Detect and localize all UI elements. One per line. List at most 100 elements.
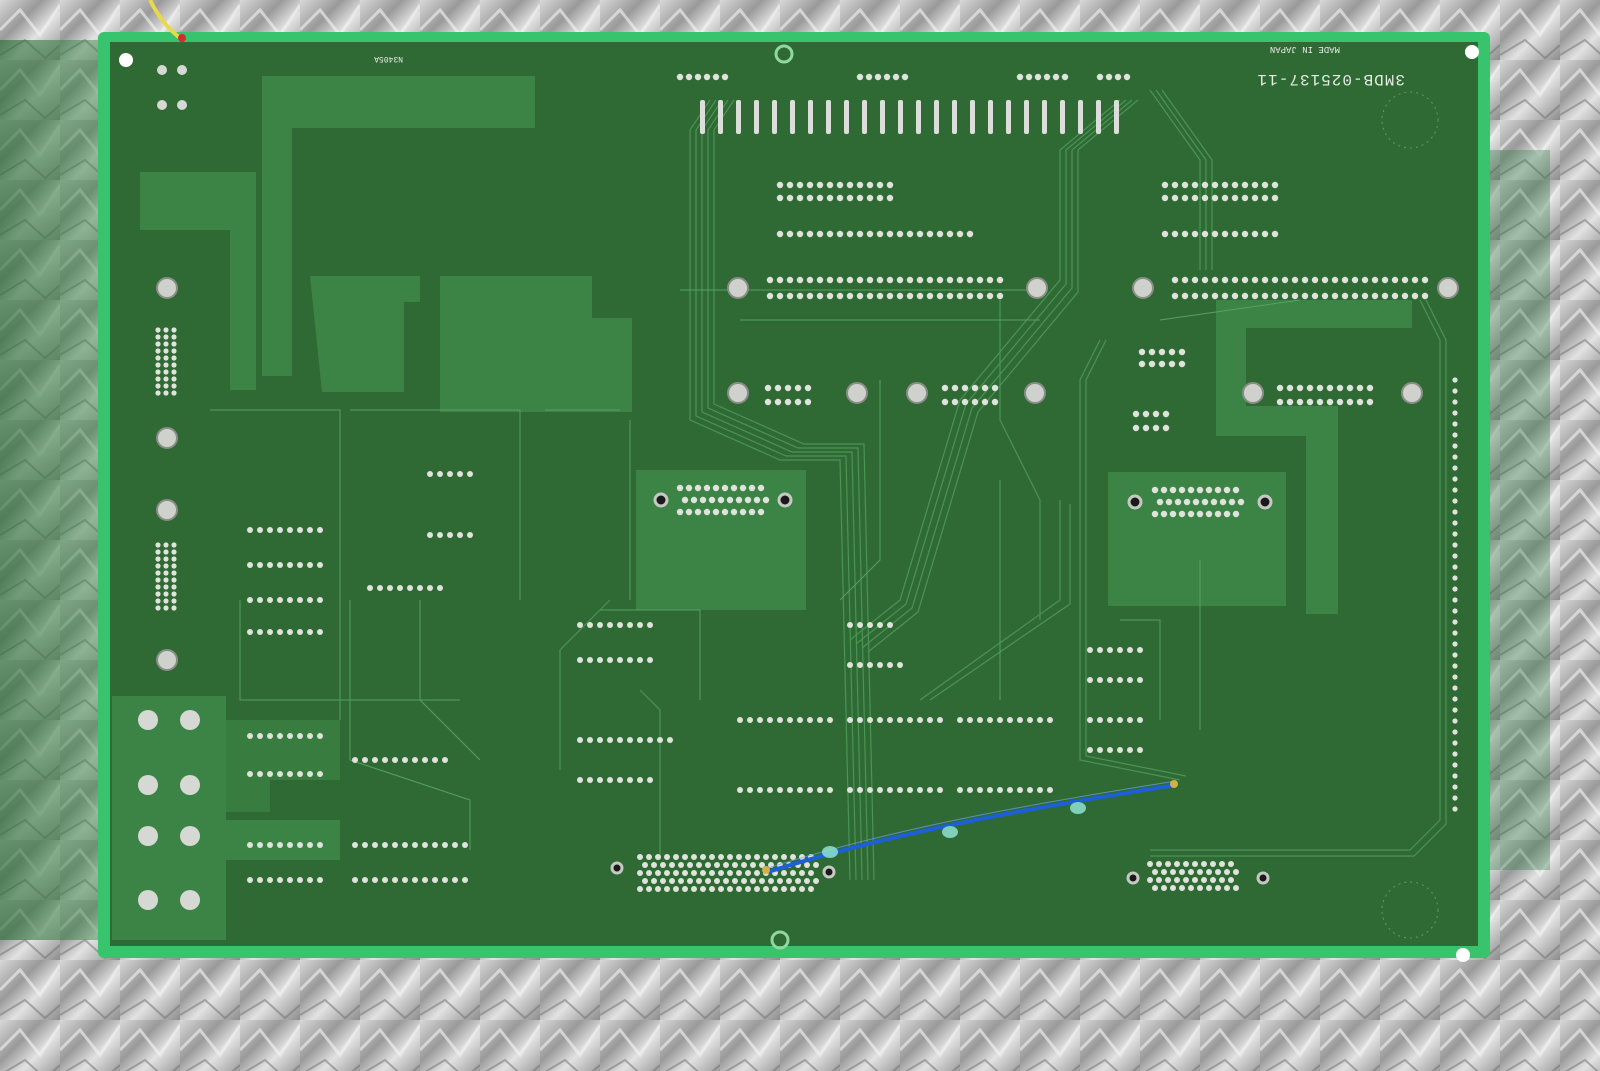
solder-pin	[1219, 861, 1225, 867]
solder-pin	[427, 532, 433, 538]
solder-pin	[163, 563, 169, 569]
solder-pin	[372, 877, 378, 883]
solder-pin	[937, 787, 943, 793]
solder-pin	[846, 230, 854, 238]
solder-pin	[759, 878, 765, 884]
solder-pin	[1223, 510, 1231, 518]
solder-pin	[297, 629, 303, 635]
solder-pin	[277, 629, 283, 635]
solder-pin	[867, 622, 873, 628]
glue-dots	[822, 802, 1086, 858]
solder-pin	[163, 341, 169, 347]
solder-pin	[786, 230, 794, 238]
solder-pin	[1161, 230, 1169, 238]
solder-pin	[257, 527, 263, 533]
solder-pin	[867, 662, 873, 668]
solder-pin	[647, 777, 653, 783]
solder-pin	[1452, 553, 1458, 559]
solder-pin	[804, 862, 810, 868]
solder-pin	[651, 862, 657, 868]
solder-pin	[277, 877, 283, 883]
solder-pin	[277, 842, 283, 848]
solder-pin	[866, 292, 874, 300]
solder-pin	[1162, 410, 1170, 418]
solder-pin	[776, 230, 784, 238]
solder-pin	[467, 471, 473, 477]
solder-pin	[1061, 73, 1069, 81]
solder-pin	[826, 276, 834, 284]
solder-pin	[1231, 276, 1239, 284]
solder-pin	[1291, 276, 1299, 284]
solder-pin	[1117, 677, 1123, 683]
solder-pin	[986, 276, 994, 284]
solder-pin	[866, 276, 874, 284]
solder-pin	[432, 757, 438, 763]
solder-pin	[155, 334, 161, 340]
solder-pin	[877, 787, 883, 793]
solder-pin	[867, 717, 873, 723]
solder-pin	[737, 787, 743, 793]
solder-pin	[678, 862, 684, 868]
solder-pin	[587, 622, 593, 628]
solder-pin	[1366, 384, 1374, 392]
solder-pin	[991, 398, 999, 406]
solder-pin	[1169, 510, 1177, 518]
solder-pin	[703, 484, 711, 492]
solder-pin	[739, 508, 747, 516]
solder-pin	[1452, 608, 1458, 614]
solder-pin	[673, 854, 679, 860]
solder-pin	[1271, 292, 1279, 300]
solder-pin	[763, 854, 769, 860]
solder-pin	[774, 398, 782, 406]
solder-pin	[1201, 498, 1209, 506]
solder-pin	[597, 657, 603, 663]
solder-pin	[757, 787, 763, 793]
solder-pin	[1132, 410, 1140, 418]
solder-pin	[1341, 276, 1349, 284]
solder-pin	[317, 629, 323, 635]
solder-pin	[774, 384, 782, 392]
solder-pin	[617, 622, 623, 628]
solder-pin	[1097, 717, 1103, 723]
solder-pin	[1231, 194, 1239, 202]
solder-pin	[718, 886, 724, 892]
solder-pin	[307, 877, 313, 883]
solder-pin	[897, 717, 903, 723]
solder-pin	[1174, 861, 1180, 867]
solder-pin	[816, 276, 824, 284]
solder-pin	[1336, 398, 1344, 406]
solder-pin	[655, 870, 661, 876]
solder-pin	[796, 230, 804, 238]
solder-pin	[691, 886, 697, 892]
solder-pin	[646, 886, 652, 892]
solder-pin	[936, 292, 944, 300]
solder-pin	[991, 384, 999, 392]
solder-pin	[1251, 181, 1259, 189]
solder-pin	[892, 73, 900, 81]
solder-pin	[766, 292, 774, 300]
solder-pin	[876, 194, 884, 202]
solder-pin	[247, 629, 253, 635]
solder-pin	[1452, 619, 1458, 625]
solder-pin	[407, 585, 413, 591]
solder-pin	[784, 398, 792, 406]
solder-pin	[721, 73, 729, 81]
solder-pin	[1152, 410, 1160, 418]
solder-pin	[377, 585, 383, 591]
solder-pin	[247, 562, 253, 568]
solder-pin	[1452, 718, 1458, 724]
solder-pin	[776, 276, 784, 284]
solder-pin	[946, 276, 954, 284]
solder-pin	[1007, 787, 1013, 793]
solder-pin	[1191, 230, 1199, 238]
solder-pin	[287, 842, 293, 848]
solder-pin	[1452, 388, 1458, 394]
solder-pin	[297, 527, 303, 533]
solder-pin	[577, 737, 583, 743]
solder-pin	[806, 181, 814, 189]
solder-pin	[1452, 531, 1458, 537]
solder-pin	[897, 787, 903, 793]
solder-pin	[866, 230, 874, 238]
solder-pin	[703, 73, 711, 81]
